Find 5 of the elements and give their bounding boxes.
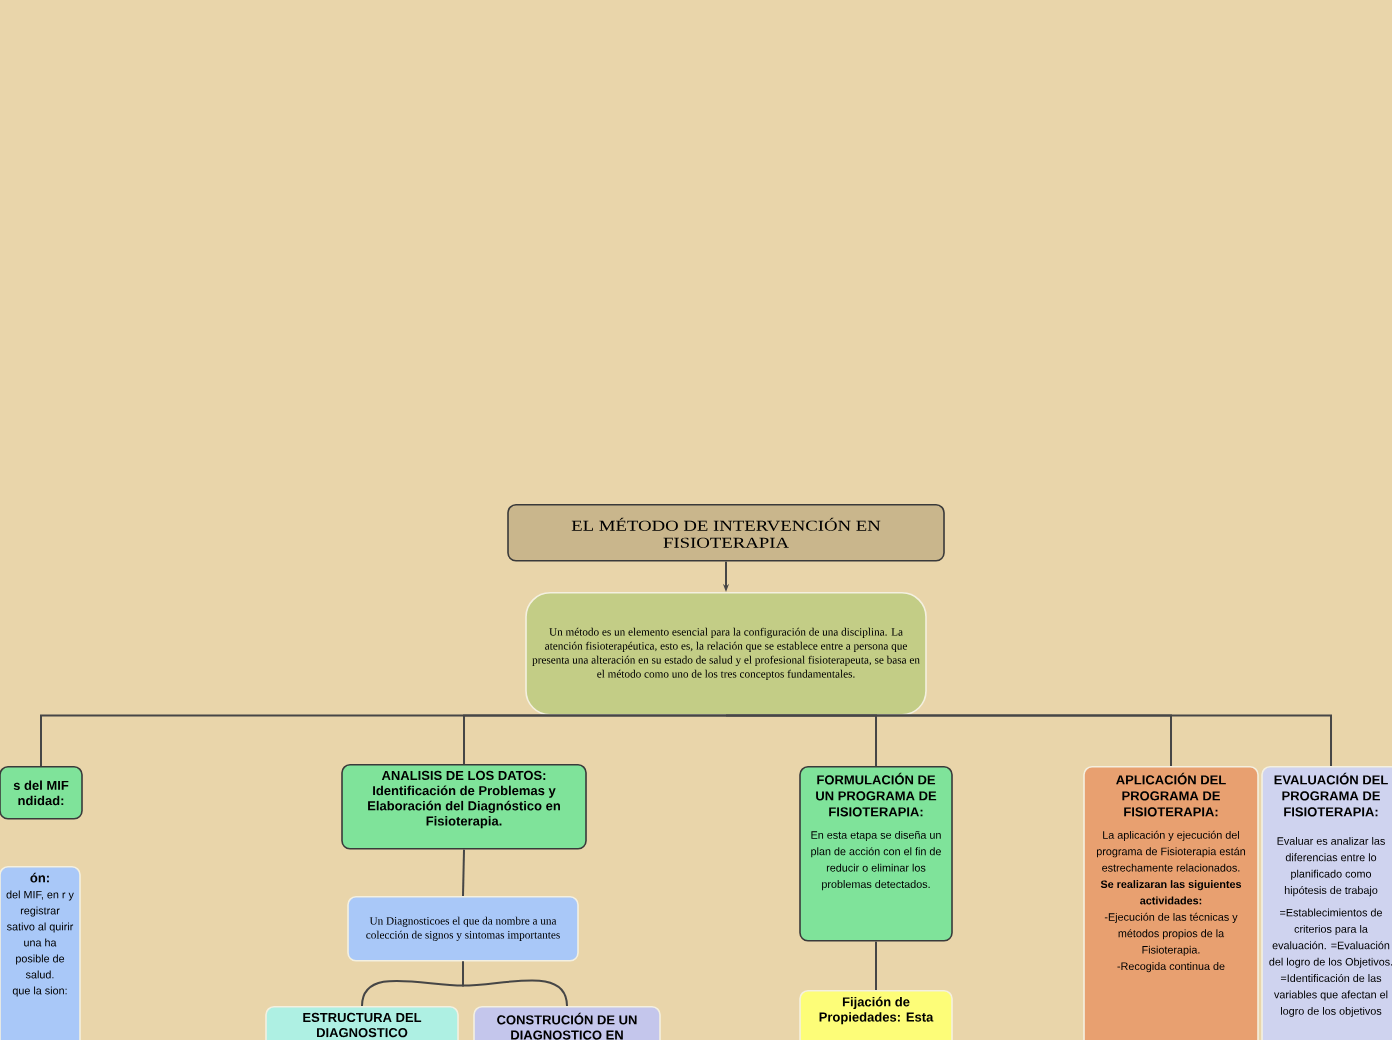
connector xyxy=(462,848,465,897)
connector xyxy=(462,960,568,1007)
connector xyxy=(463,714,727,765)
connector xyxy=(875,940,877,991)
connector xyxy=(725,714,1332,767)
